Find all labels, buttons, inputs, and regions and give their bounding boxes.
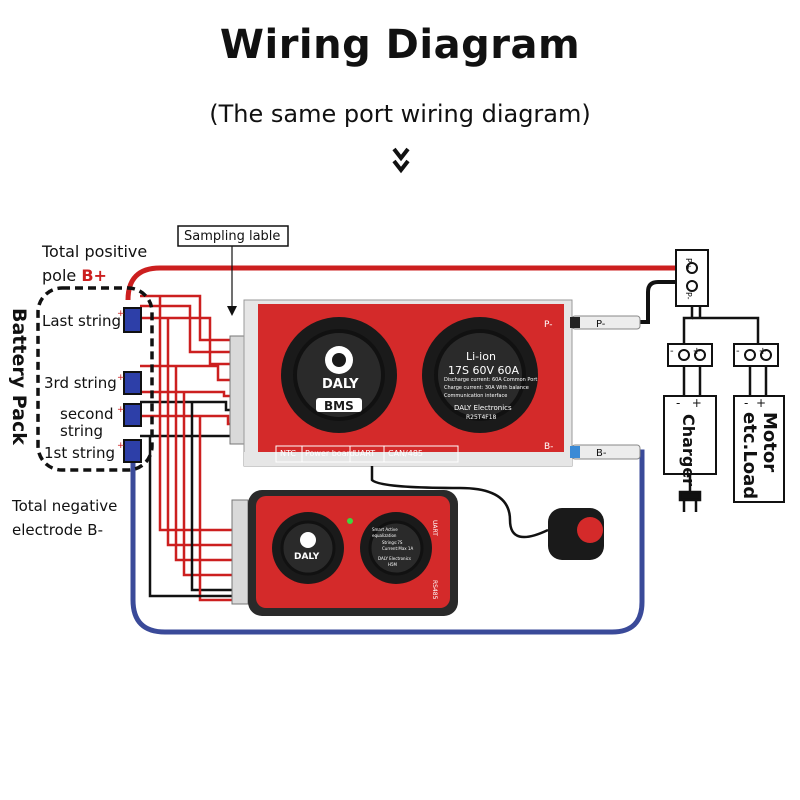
main-bms-spec-1: Li-ion (466, 350, 496, 363)
negative-wire (130, 449, 645, 635)
smart-bms-connector (231, 499, 249, 605)
positive-wire (125, 265, 688, 301)
main-bms-b-minus-mark: B- (544, 442, 554, 452)
p-minus-cable-label: P- (596, 319, 606, 330)
motor-label-line1: Motor (759, 412, 780, 473)
motor-polarity: - + (744, 396, 767, 410)
smart-bms-brand: DALY (294, 552, 320, 562)
sampling-label-box (177, 225, 289, 247)
sampling-label: Sampling lable (184, 229, 281, 244)
first-string-label: 1st string (44, 444, 116, 462)
smart-bms-side-left: RS485 (431, 580, 438, 600)
port-ntc: NTC (280, 449, 296, 458)
main-bms-spec-5: Communication interface (444, 393, 508, 399)
main-bms-spec-2: 17S 60V 60A (448, 364, 520, 377)
last-string-label: Last string (42, 312, 122, 330)
main-bms-spec-6: DALY Electronics (454, 404, 512, 412)
main-bms-spec-7: R25T4F18 (466, 414, 497, 421)
svg-text:+: + (117, 373, 125, 383)
svg-text:+: + (117, 309, 125, 319)
p-terminal-block (675, 249, 709, 307)
plug-icon (678, 474, 702, 512)
motor-conn-polarity: - + (736, 346, 768, 357)
port-uart: UART (354, 449, 376, 458)
total-negative-label: Total negative electrode B- (12, 497, 118, 539)
port-power-board: Power board (305, 449, 355, 458)
main-bms-connector (229, 335, 245, 445)
main-bms (243, 299, 573, 467)
battery-pack-outline (36, 286, 154, 472)
p-minus-cable (571, 315, 641, 330)
double-chevron-down-icon (392, 147, 410, 174)
main-bms-spec-4: Charge current: 30A With balance (444, 385, 529, 391)
cell-terminals: + + + + (117, 307, 142, 463)
smart-bms-wires (148, 296, 232, 602)
svg-text:+: + (117, 441, 125, 451)
load-branch-wires (682, 306, 768, 396)
smart-bms-spec-4: DALY Electronics (378, 556, 411, 561)
main-bms-brand: DALY (322, 377, 359, 392)
total-positive-label: Total positive pole B+ (42, 242, 148, 285)
charger-label: Charger (679, 414, 698, 487)
motor-body (733, 395, 785, 503)
b-plus-label: B+ (81, 266, 107, 285)
b-minus-cable-label: B- (596, 448, 607, 459)
charger-polarity: - + (676, 396, 702, 410)
smart-bms-spec-1: Smart Active equalization (372, 527, 398, 538)
main-bms-spec-3: Discharge current: 60A Common Port (444, 377, 538, 383)
battery-pack-label: Battery Pack (8, 308, 30, 445)
third-string-label: 3rd string (44, 374, 117, 392)
charger-conn-polarity: - + (670, 346, 702, 357)
p-plus-port-label: P+ (684, 258, 693, 270)
charger-body (663, 395, 717, 475)
motor-label-line2: etc.Load (739, 412, 760, 500)
diagram-subtitle: (The same port wiring diagram) (209, 100, 591, 128)
smart-bms-side-right: UART (431, 520, 438, 536)
main-bms-sub: BMS (324, 399, 354, 413)
second-string-label: second string (60, 405, 114, 440)
svg-text:+: + (117, 405, 125, 415)
smart-bms-spec-5: H5M (388, 562, 398, 567)
p-minus-wire (640, 280, 688, 324)
smart-bms-spec-3: Current:Max 1A (382, 546, 414, 551)
main-bms-p-minus-mark: P- (544, 320, 553, 330)
p-minus-port-label: P- (684, 292, 693, 300)
smart-bms (248, 490, 458, 616)
diagram-title: Wiring Diagram (219, 22, 581, 68)
port-can485: CAN/485 (388, 449, 424, 458)
uart-cable (370, 466, 549, 539)
smart-bms-spec-2: Strings:7S (382, 540, 403, 545)
sampling-wires (140, 294, 238, 438)
